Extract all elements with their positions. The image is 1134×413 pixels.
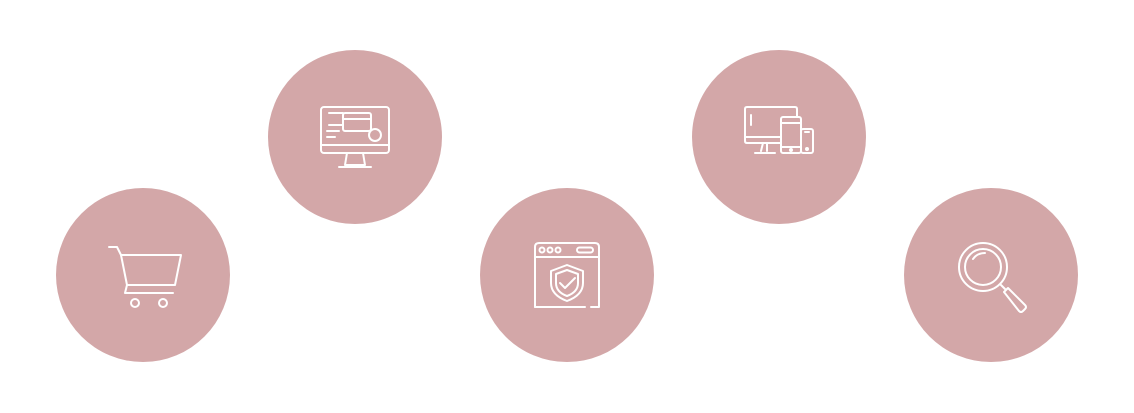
shopping-cart-icon — [108, 246, 182, 308]
online-payment-monitor-icon — [320, 106, 390, 168]
responsive-devices-icon — [744, 106, 814, 154]
magnifying-glass-icon — [958, 242, 1027, 313]
devices-circle — [692, 50, 866, 224]
cart-circle — [56, 188, 230, 362]
secure-circle — [480, 188, 654, 362]
payment-circle — [268, 50, 442, 224]
secure-browser-shield-icon — [534, 242, 600, 308]
search-circle — [904, 188, 1078, 362]
